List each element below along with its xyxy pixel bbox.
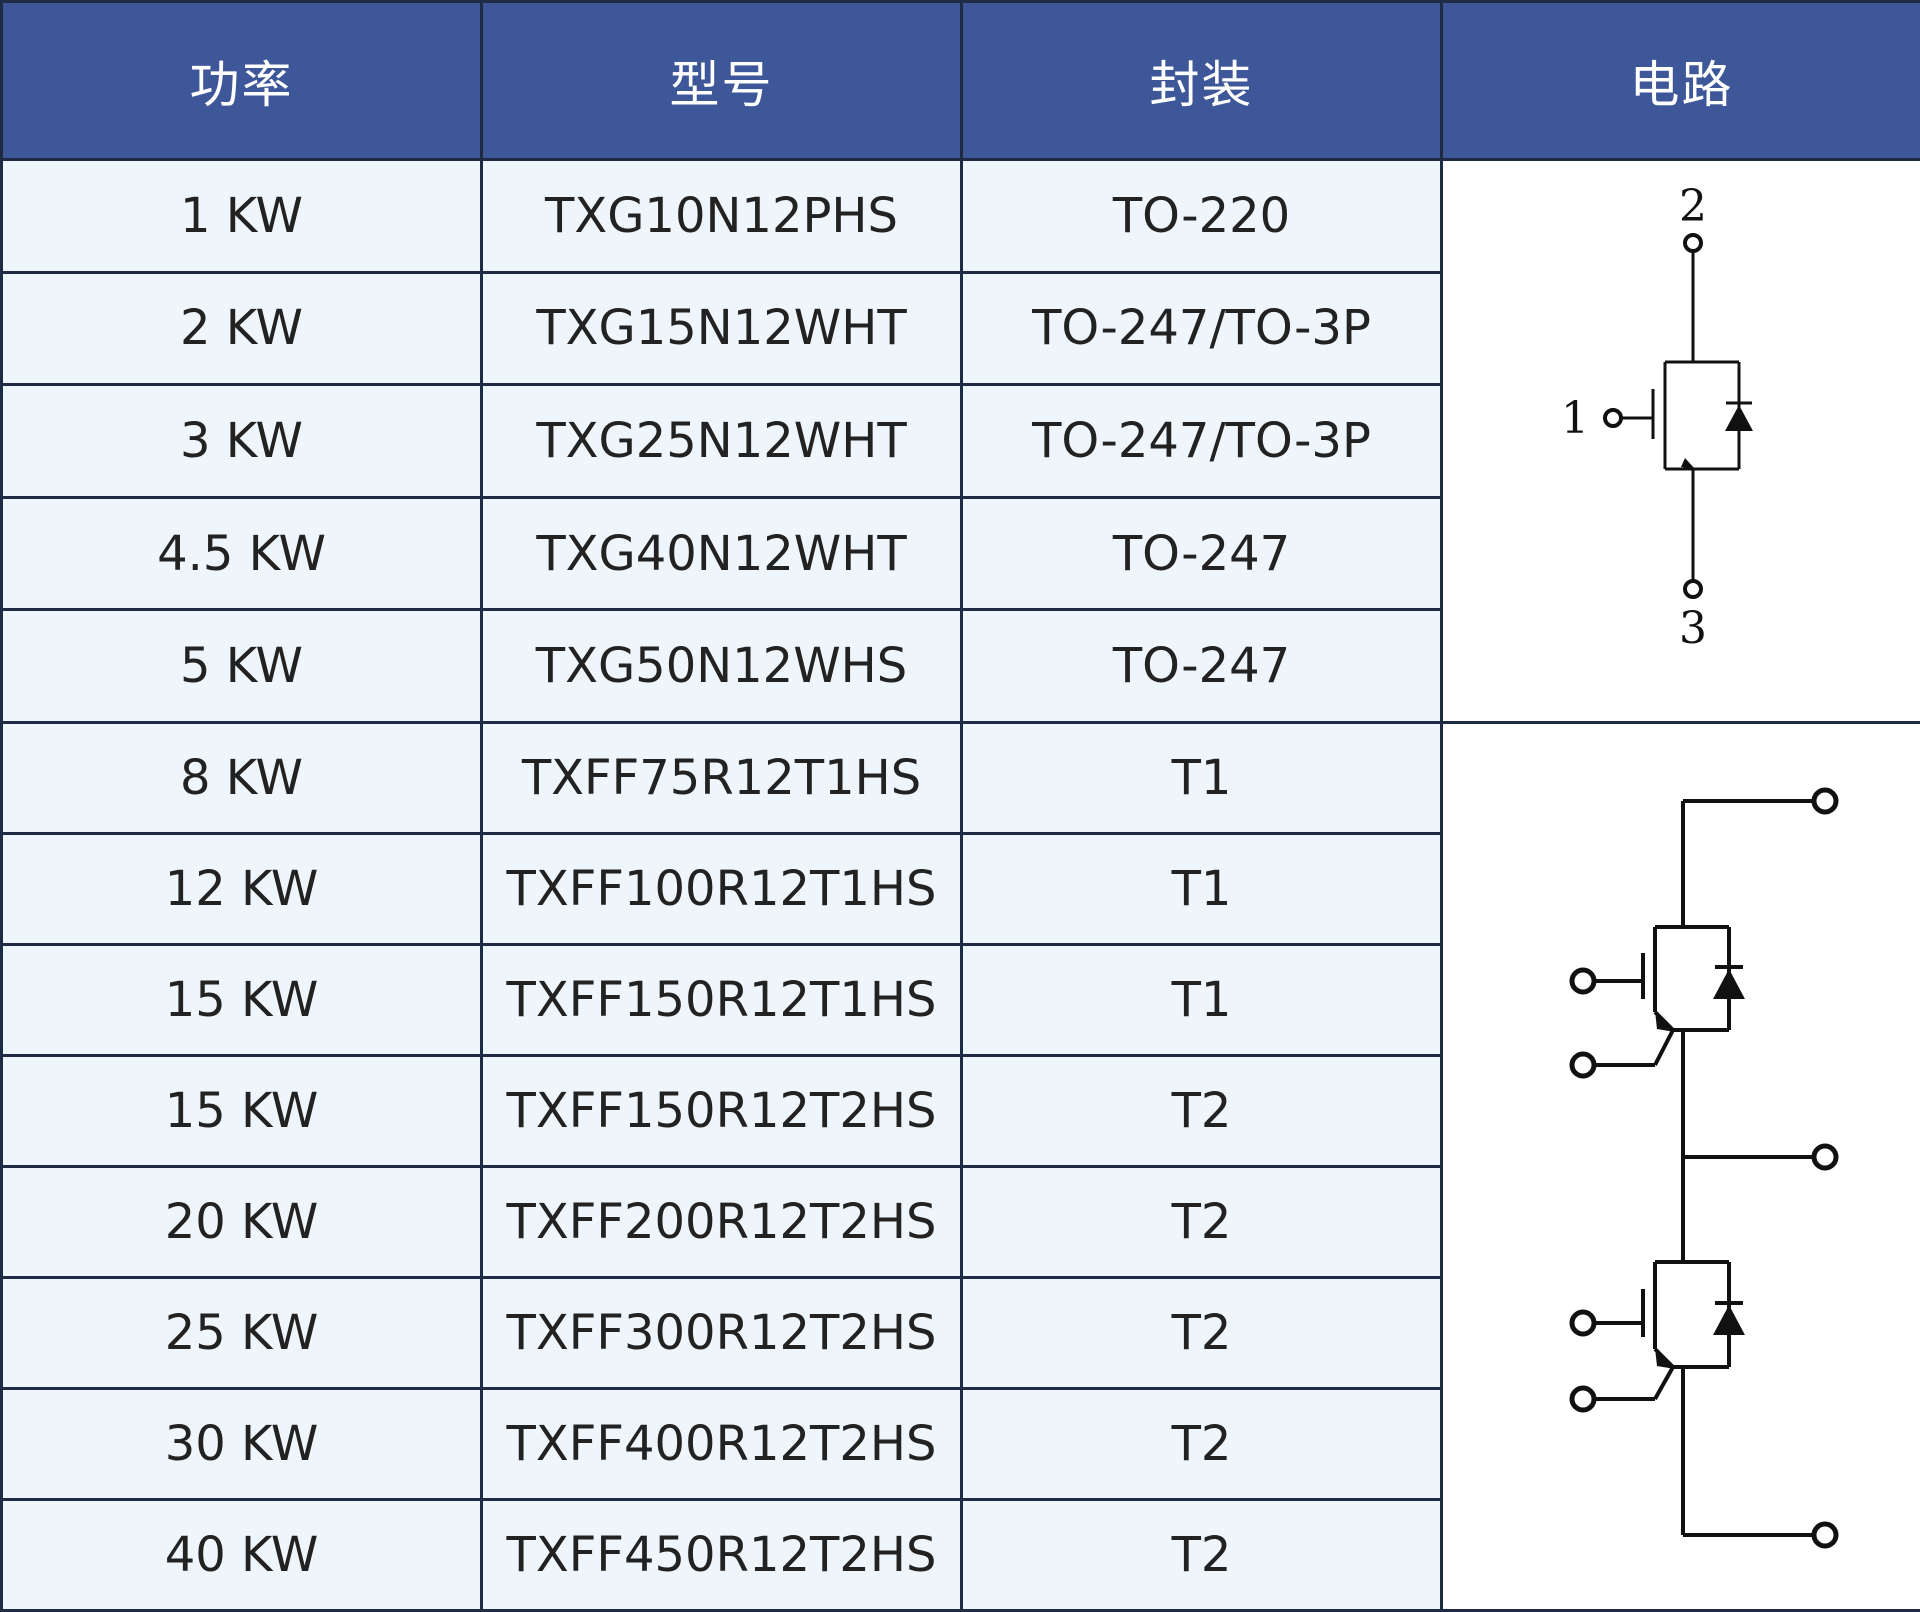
cell-model: TXFF150R12T1HS bbox=[482, 945, 962, 1056]
collector-terminal-icon bbox=[1685, 235, 1701, 251]
cell-power: 4.5 KW bbox=[2, 497, 482, 610]
cell-power: 12 KW bbox=[2, 834, 482, 945]
pin-label-gate: 1 bbox=[1561, 393, 1589, 444]
cell-power: 20 KW bbox=[2, 1167, 482, 1278]
cell-power: 30 KW bbox=[2, 1389, 482, 1500]
cell-power: 2 KW bbox=[2, 272, 482, 385]
pin-label-emitter: 3 bbox=[1679, 603, 1707, 654]
cell-power: 5 KW bbox=[2, 610, 482, 723]
header-row: 功率 型号 封装 电路 bbox=[2, 2, 1920, 160]
lower-gate-terminal-icon bbox=[1572, 1312, 1594, 1334]
pin-label-collector: 2 bbox=[1679, 181, 1707, 232]
cell-package: TO-247 bbox=[962, 610, 1442, 723]
upper-emitter-terminal-icon bbox=[1572, 1054, 1594, 1076]
cell-model: TXFF450R12T2HS bbox=[482, 1500, 962, 1611]
cell-model: TXFF300R12T2HS bbox=[482, 1278, 962, 1389]
cell-power: 3 KW bbox=[2, 385, 482, 498]
cell-model: TXG50N12WHS bbox=[482, 610, 962, 723]
cell-package: TO-220 bbox=[962, 160, 1442, 273]
cell-package: T2 bbox=[962, 1056, 1442, 1167]
cell-package: T2 bbox=[962, 1278, 1442, 1389]
cell-package: TO-247/TO-3P bbox=[962, 385, 1442, 498]
cell-package: T2 bbox=[962, 1167, 1442, 1278]
cell-model: TXG15N12WHT bbox=[482, 272, 962, 385]
cell-power: 15 KW bbox=[2, 1056, 482, 1167]
circuit-half-bridge bbox=[1442, 723, 1920, 1611]
circuit-single-igbt: 2 3 1 bbox=[1442, 160, 1920, 723]
cell-power: 1 KW bbox=[2, 160, 482, 273]
single-igbt-schematic: 2 3 1 bbox=[1443, 161, 1920, 721]
cell-model: TXG25N12WHT bbox=[482, 385, 962, 498]
half-bridge-igbt-schematic bbox=[1443, 727, 1920, 1607]
cell-power: 25 KW bbox=[2, 1278, 482, 1389]
terminal-mid-icon bbox=[1814, 1146, 1836, 1168]
table-row: 1 KW TXG10N12PHS TO-220 bbox=[2, 160, 1920, 273]
cell-power: 40 KW bbox=[2, 1500, 482, 1611]
lower-emitter-terminal-icon bbox=[1572, 1388, 1594, 1410]
cell-package: T1 bbox=[962, 834, 1442, 945]
cell-power: 8 KW bbox=[2, 723, 482, 834]
emitter-terminal-icon bbox=[1685, 581, 1701, 597]
cell-model: TXG40N12WHT bbox=[482, 497, 962, 610]
header-circuit: 电路 bbox=[1442, 2, 1920, 160]
header-model: 型号 bbox=[482, 2, 962, 160]
cell-model: TXFF200R12T2HS bbox=[482, 1167, 962, 1278]
cell-power: 15 KW bbox=[2, 945, 482, 1056]
cell-model: TXFF100R12T1HS bbox=[482, 834, 962, 945]
cell-package: T1 bbox=[962, 945, 1442, 1056]
header-power: 功率 bbox=[2, 2, 482, 160]
terminal-bottom-icon bbox=[1814, 1524, 1836, 1546]
gate-terminal-icon bbox=[1605, 410, 1621, 426]
cell-package: TO-247 bbox=[962, 497, 1442, 610]
cell-model: TXFF150R12T2HS bbox=[482, 1056, 962, 1167]
table-row: 8 KW TXFF75R12T1HS T1 bbox=[2, 723, 1920, 834]
cell-package: TO-247/TO-3P bbox=[962, 272, 1442, 385]
header-package: 封装 bbox=[962, 2, 1442, 160]
cell-package: T2 bbox=[962, 1500, 1442, 1611]
upper-gate-terminal-icon bbox=[1572, 970, 1594, 992]
cell-package: T2 bbox=[962, 1389, 1442, 1500]
cell-model: TXG10N12PHS bbox=[482, 160, 962, 273]
cell-model: TXFF75R12T1HS bbox=[482, 723, 962, 834]
cell-model: TXFF400R12T2HS bbox=[482, 1389, 962, 1500]
terminal-top-icon bbox=[1814, 790, 1836, 812]
cell-package: T1 bbox=[962, 723, 1442, 834]
